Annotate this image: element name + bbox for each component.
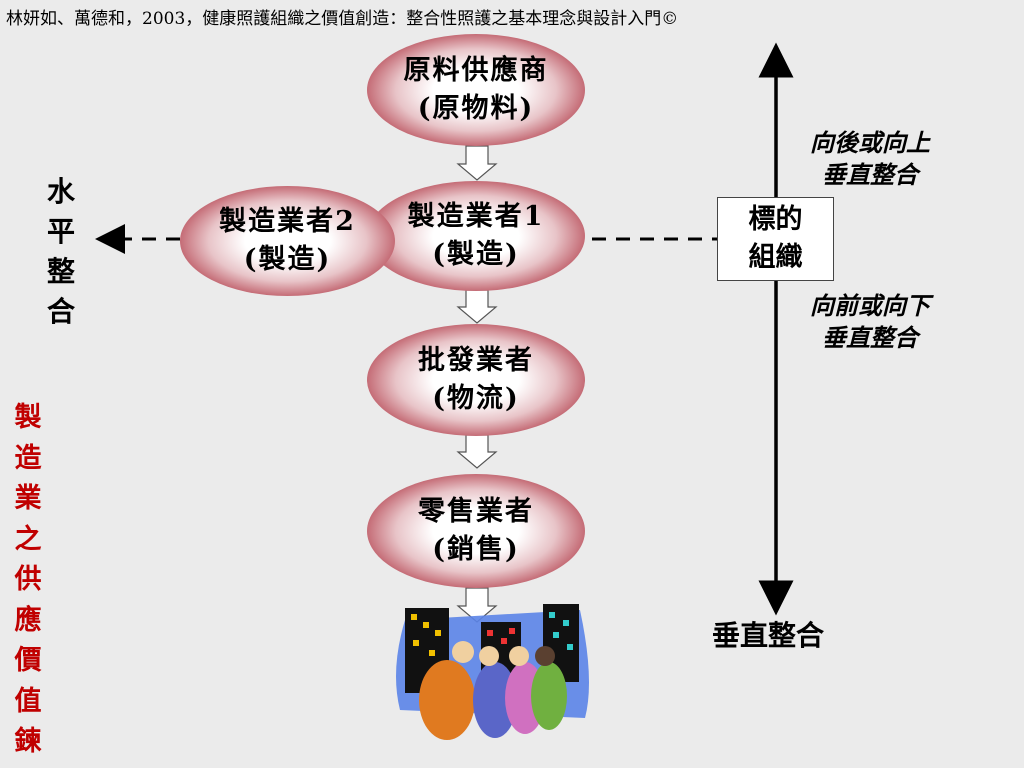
supplier-title: 原料供應商 <box>403 55 549 86</box>
retailer-subtitle: (銷售) <box>432 534 520 565</box>
forward-label-line2: 垂直整合 <box>822 323 918 352</box>
backward-integration-label: 向後或向上 垂直整合 <box>790 127 950 191</box>
supply-value-chain-title: 製造業之供應價值鍊 <box>14 402 42 757</box>
forward-label-line1: 向前或向下 <box>810 291 930 320</box>
wholesaler-title: 批發業者 <box>418 345 534 376</box>
target-line1: 標的 <box>748 204 803 235</box>
wholesaler-subtitle: (物流) <box>432 383 520 414</box>
forward-integration-label: 向前或向下 垂直整合 <box>790 290 950 354</box>
down-arrow-3 <box>456 434 498 469</box>
down-arrow-1 <box>456 145 498 181</box>
manufacturer1-title: 製造業者1 <box>407 201 545 232</box>
manufacturer2-node: 製造業者2 (製造) <box>180 186 395 296</box>
manufacturer1-node: 製造業者1 (製造) <box>367 181 585 291</box>
citation-header: 林妍如、萬德和，2003，健康照護組織之價值創造：整合性照護之基本理念與設計入門… <box>6 9 679 29</box>
manufacturer2-subtitle: (製造) <box>243 244 332 275</box>
supplier-node: 原料供應商 (原物料) <box>367 34 585 146</box>
target-line2: 組織 <box>748 242 803 273</box>
manufacturer1-subtitle: (製造) <box>432 239 520 270</box>
horizontal-integration-label: 水平整合 <box>46 175 75 328</box>
manufacturer2-title: 製造業者2 <box>219 206 356 237</box>
supplier-subtitle: (原物料) <box>417 93 535 124</box>
backward-label-line1: 向後或向上 <box>810 128 930 157</box>
retailer-node: 零售業者 (銷售) <box>367 474 585 588</box>
retailer-title: 零售業者 <box>418 496 534 527</box>
down-arrow-4 <box>456 587 498 623</box>
backward-label-line2: 垂直整合 <box>822 160 918 189</box>
vertical-integration-label: 垂直整合 <box>712 619 825 652</box>
down-arrow-2 <box>456 289 498 324</box>
wholesaler-node: 批發業者 (物流) <box>367 324 585 436</box>
target-organization-box: 標的 組織 <box>717 197 834 281</box>
city-customers-clipart-icon <box>396 604 589 740</box>
